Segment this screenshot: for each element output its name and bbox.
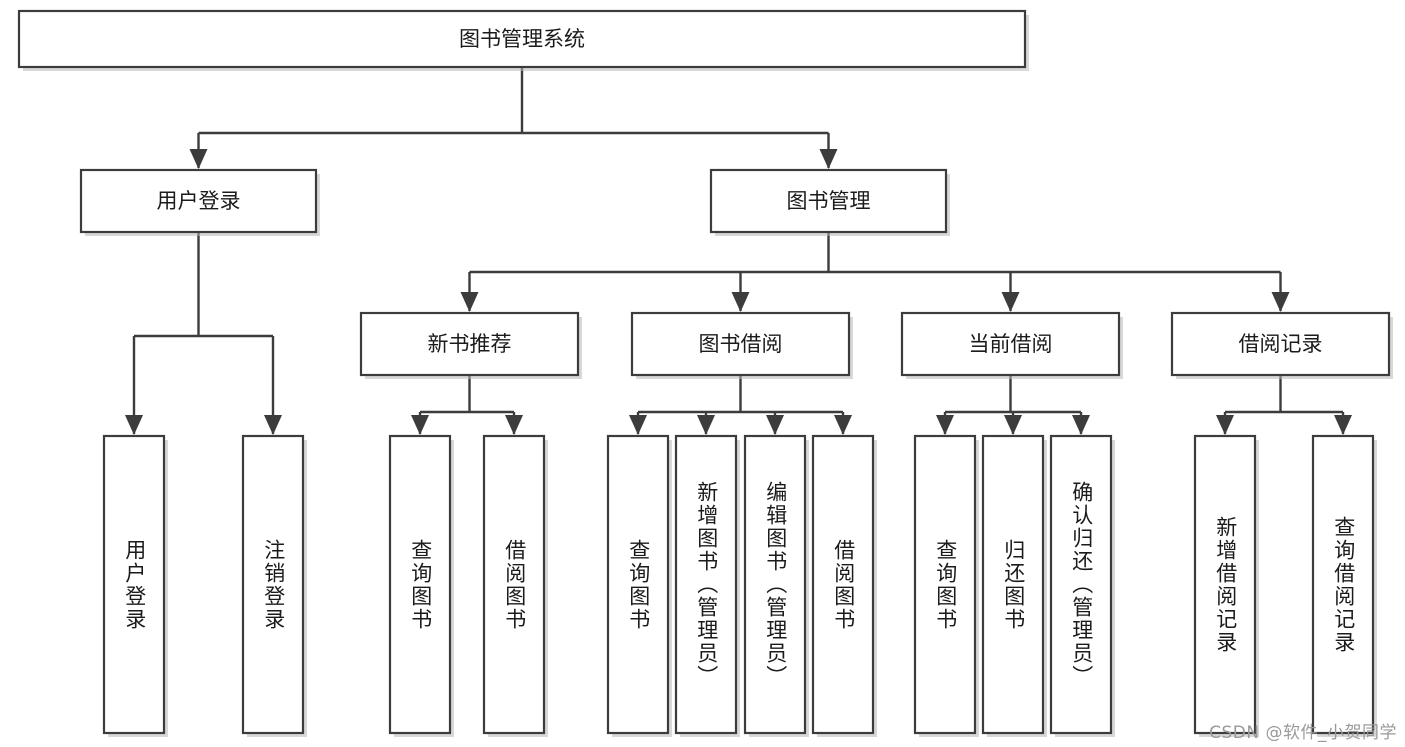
node-label-borrow-record: 借阅记录 [1239, 332, 1323, 356]
node-label-root: 图书管理系统 [459, 27, 585, 51]
arrow-head-icon-borrow-book-1 [505, 415, 523, 435]
watermark-text: CSDN @软件_小贺同学 [1209, 723, 1397, 743]
node-box-layer [17, 9, 1393, 737]
arrow-head-icon-query-book-1 [411, 415, 429, 435]
arrow-head-icon-return-book [1004, 415, 1022, 435]
arrow-head-icon-user-login [189, 149, 208, 169]
arrow-head-icon-edit-book [766, 415, 784, 435]
node-box-return-book[interactable] [981, 434, 1045, 735]
node-box-borrow-record[interactable] [1170, 311, 1391, 377]
node-box-query-book-2[interactable] [606, 434, 670, 735]
node-box-user-login[interactable] [79, 168, 318, 234]
node-box-borrow-book-2[interactable] [811, 434, 875, 735]
connector-layer [125, 67, 1352, 435]
node-box-book-borrow[interactable] [630, 311, 851, 377]
node-box-book-manage[interactable] [709, 168, 948, 234]
node-box-borrow-book-1[interactable] [482, 434, 546, 735]
node-label-new-book-recommend: 新书推荐 [428, 332, 512, 356]
node-label-user-login: 用户登录 [157, 189, 241, 213]
node-box-edit-book[interactable] [743, 434, 807, 735]
arrow-head-icon-query-borrow-record [1334, 415, 1352, 435]
node-box-new-book-recommend[interactable] [359, 311, 580, 377]
node-box-user-login-do[interactable] [102, 434, 166, 735]
node-label-book-manage: 图书管理 [787, 189, 871, 213]
arrow-head-icon-query-book-3 [936, 415, 954, 435]
node-box-query-book-1[interactable] [388, 434, 452, 735]
arrow-head-icon-user-logout [264, 415, 282, 435]
arrow-head-icon-current-borrow [1001, 292, 1020, 312]
node-label-current-borrow: 当前借阅 [969, 332, 1053, 356]
arrow-head-icon-borrow-book-2 [834, 415, 852, 435]
node-box-add-book[interactable] [674, 434, 738, 735]
node-box-query-book-3[interactable] [913, 434, 977, 735]
arrow-head-icon-add-borrow-record [1216, 415, 1234, 435]
arrow-head-icon-add-book [697, 415, 715, 435]
arrow-head-icon-book-borrow [731, 292, 750, 312]
arrow-head-icon-new-book-recommend [460, 292, 479, 312]
arrow-head-icon-user-login-do [125, 415, 143, 435]
node-box-current-borrow[interactable] [900, 311, 1121, 377]
arrow-head-icon-confirm-return [1072, 415, 1090, 435]
node-box-query-borrow-record[interactable] [1311, 434, 1375, 735]
arrow-head-icon-query-book-2 [629, 415, 647, 435]
node-box-user-logout[interactable] [241, 434, 305, 735]
node-label-book-borrow: 图书借阅 [699, 332, 783, 356]
node-box-confirm-return[interactable] [1049, 434, 1113, 735]
node-box-add-borrow-record[interactable] [1193, 434, 1257, 735]
arrow-head-icon-borrow-record [1271, 292, 1290, 312]
node-box-root[interactable] [17, 9, 1027, 69]
arrow-head-icon-book-manage [819, 149, 838, 169]
